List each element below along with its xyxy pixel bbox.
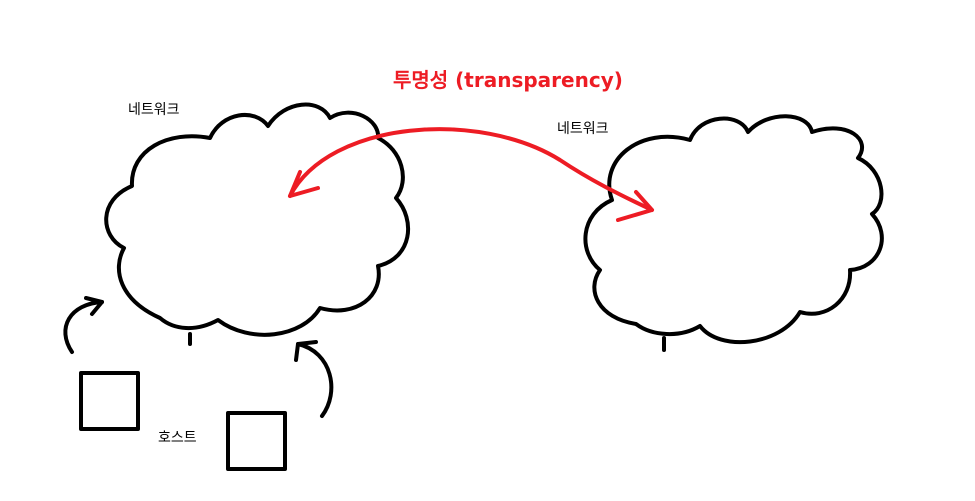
- left-network-label: 네트워크: [128, 102, 180, 118]
- right-network-cloud: [583, 114, 884, 352]
- host-arrow-left: [63, 296, 104, 354]
- host-box-2: [226, 411, 287, 471]
- right-network-label: 네트워크: [557, 121, 609, 137]
- host-label: 호스트: [158, 430, 197, 446]
- host-arrow-right: [294, 340, 334, 418]
- left-network-cloud: [104, 102, 411, 346]
- transparency-arrow: [288, 127, 654, 222]
- transparency-title: 투명성 (transparency): [393, 68, 623, 92]
- host-box-1: [79, 371, 140, 431]
